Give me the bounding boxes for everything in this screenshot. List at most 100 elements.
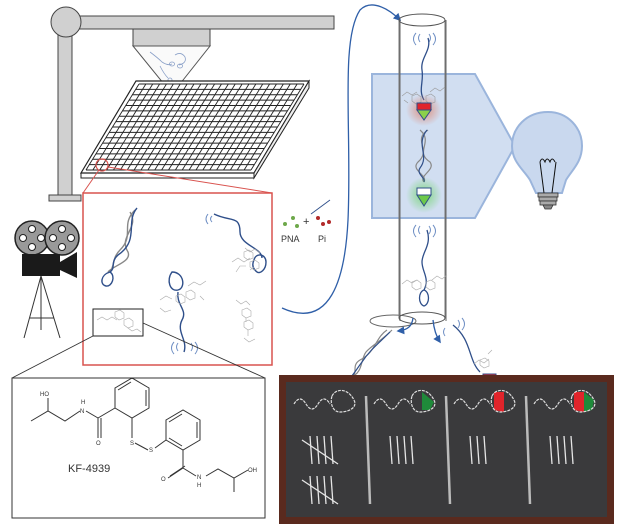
- well-plate: [79, 79, 311, 180]
- pi-label: Pi: [318, 234, 326, 244]
- tally-mark: [309, 435, 313, 465]
- stand-arm: [65, 15, 335, 30]
- chalk-divider: [524, 395, 532, 505]
- atom-ho-top: HO: [40, 392, 49, 398]
- sperm-exiting-left: [343, 329, 393, 392]
- plate-grid: [85, 83, 305, 171]
- tally-mark: [469, 435, 473, 465]
- chalk-column-green-head: [364, 389, 436, 505]
- tally-mark: [570, 435, 574, 465]
- tally-mark: [476, 435, 480, 465]
- stand-pole: [57, 24, 73, 198]
- atom-h-top: H: [81, 400, 85, 406]
- chalk-sperm-head: [570, 389, 596, 413]
- atom-n-bottom: N: [197, 475, 201, 481]
- zoom-line-left: [82, 169, 100, 194]
- column-sperm-bottom: [401, 224, 448, 307]
- flow-column: [369, 20, 447, 328]
- sperm-clumped: [101, 207, 138, 287]
- tally-mark: [563, 435, 567, 465]
- reagents-legend: + PNA Pi: [281, 216, 331, 244]
- chalk-head-green-fill: [422, 392, 434, 410]
- plate-base: [80, 172, 255, 179]
- pi-dots-icon: [316, 216, 331, 226]
- stand-base: [48, 194, 82, 202]
- tally-mark: [323, 435, 327, 465]
- atom-o-top: O: [96, 441, 101, 447]
- flow-column-geometry: [398, 13, 446, 325]
- pna-dots-icon: [283, 216, 299, 228]
- chalk-head-green-fill: [584, 392, 594, 412]
- readout-panel-arrow: [371, 73, 517, 219]
- tally-mark: [330, 475, 334, 505]
- chalk-column-red-green-head: [524, 389, 596, 505]
- tally-mark: [323, 475, 327, 505]
- tally-mark: [483, 435, 487, 465]
- cone-sperm: [149, 51, 186, 83]
- compound-atom-labels: HO H N O S S O N H OH: [40, 392, 257, 489]
- objective-head: [132, 28, 211, 47]
- molecule-inset-box: [92, 308, 144, 337]
- tally-mark: [403, 435, 407, 465]
- inset-line-left: [11, 335, 94, 379]
- tally-mark: [396, 435, 400, 465]
- video-camera-icon: [14, 220, 80, 339]
- atom-n-top: N: [80, 409, 84, 415]
- chalk-sperm-tail: [373, 398, 411, 410]
- chalkboard-content: [293, 389, 596, 505]
- tally-mark: [389, 435, 393, 465]
- chalk-sperm-head: [330, 389, 356, 413]
- sperm-red-labeled: [401, 86, 446, 121]
- chalk-sperm-head: [410, 389, 436, 413]
- light-bulb-icon: [510, 110, 584, 210]
- zoom-line-right: [107, 166, 273, 194]
- light-cone: [131, 45, 212, 95]
- tally-mark: [549, 435, 553, 465]
- tally-strike: [301, 439, 339, 465]
- compound-molecule-small: [235, 299, 256, 343]
- stand-joint: [50, 6, 82, 38]
- well-zoom-panel: [82, 192, 273, 366]
- pna-label: PNA: [281, 234, 300, 244]
- chalk-sperm-head: [490, 389, 516, 413]
- imaging-stand: [48, 6, 335, 202]
- exit-arrow-left: [396, 317, 414, 335]
- chalk-head-red-fill: [574, 392, 584, 412]
- chalk-sperm-tail: [533, 398, 571, 410]
- sperm-green-labeled: [416, 187, 432, 207]
- chalk-divider: [364, 395, 372, 505]
- flow-arrow-to-column: [281, 4, 402, 314]
- chalk-head-red-fill: [494, 392, 504, 412]
- selected-well-marker: [95, 158, 109, 172]
- tally-mark: [410, 435, 414, 465]
- tally-mark: [330, 435, 334, 465]
- tally-mark: [309, 475, 313, 505]
- tally-mark: [556, 435, 560, 465]
- plus-sign: +: [303, 216, 309, 228]
- exit-arrow-right: [432, 319, 441, 344]
- atom-oh-bottom: OH: [248, 468, 257, 474]
- reagent-connector: [310, 199, 331, 215]
- tally-strike: [301, 479, 339, 505]
- chalk-sperm-tail: [293, 398, 331, 410]
- chalkboard: [279, 375, 614, 524]
- compound-name-label: KF-4939: [68, 463, 110, 475]
- sperm-free-center: [159, 271, 207, 355]
- inset-line-right: [142, 322, 266, 379]
- atom-o-bottom: O: [161, 477, 166, 483]
- compound-structure-bonds: [30, 377, 249, 492]
- compound-structure-panel: HO H N O S S O N H OH KF-4939: [11, 377, 266, 519]
- atom-s2: S: [149, 448, 153, 454]
- compound-structure-frame: [11, 377, 266, 519]
- chalk-column-empty-head: [293, 389, 356, 505]
- atom-h-bottom: H: [197, 483, 201, 489]
- chalk-column-red-head: [444, 389, 516, 505]
- well-zoom-frame: [82, 192, 273, 366]
- column-sperm-top: [413, 32, 436, 101]
- plate-side: [253, 79, 310, 180]
- chalk-divider: [444, 395, 452, 505]
- chalk-sperm-tail: [453, 398, 491, 410]
- atom-s1: S: [130, 441, 134, 447]
- sperm-free-top-right: [205, 213, 267, 274]
